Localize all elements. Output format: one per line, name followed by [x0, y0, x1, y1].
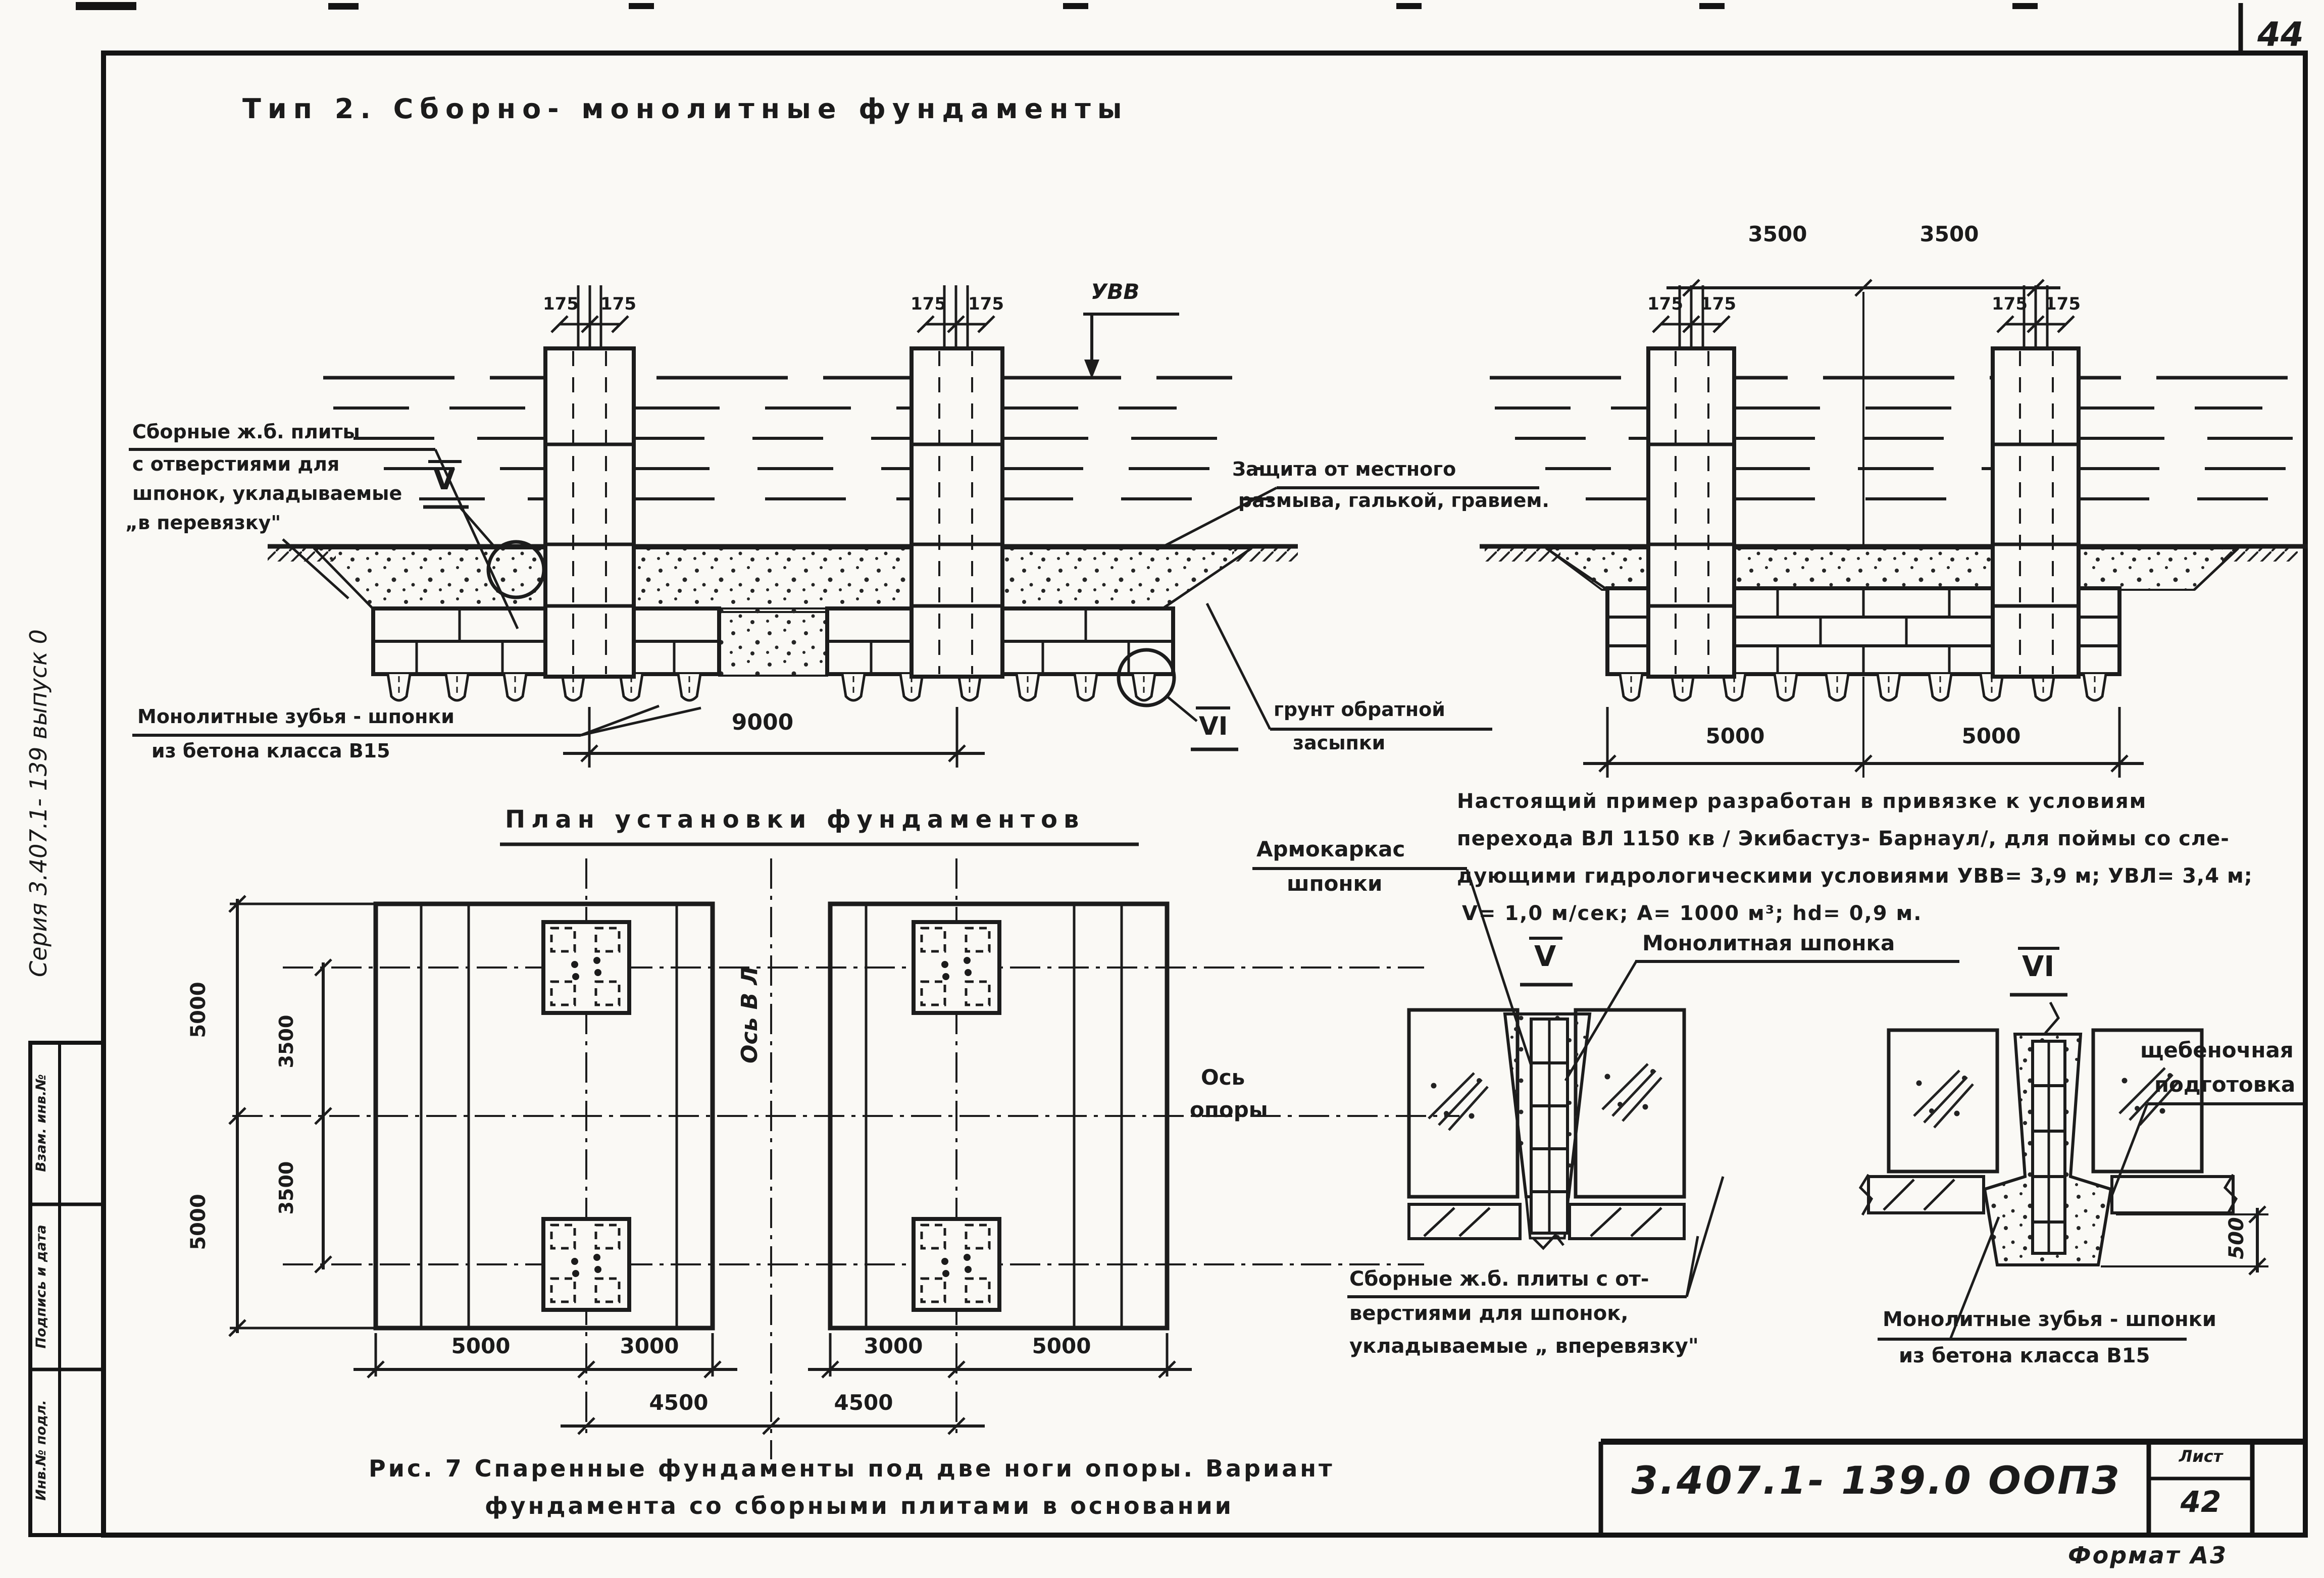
detail-v-cage-line1: Армокаркас	[1256, 837, 1405, 861]
dim-5000-elev-right: 5000	[1961, 724, 2021, 748]
dim-3500-right: 3500	[1919, 222, 1979, 246]
label-precast-line3: шпонок, укладываемые	[132, 482, 402, 504]
label-precast-line1: Сборные ж.б. плиты	[132, 421, 360, 443]
margin-stamp-table	[28, 1041, 106, 1537]
page-frame	[76, 2, 2308, 1538]
plan-dim-3000-br: 3000	[864, 1334, 923, 1358]
stamp-label-vzam: Взам. инв.№	[33, 1074, 49, 1172]
title-block-sheet-label: Лист	[2179, 1447, 2223, 1466]
label-protection-line2: размыва, галькой, гравием.	[1238, 489, 1549, 512]
dim-175-a2: 175	[600, 294, 636, 314]
dim-3500-left: 3500	[1748, 222, 1807, 246]
plan-dim-3000-bl: 3000	[620, 1334, 679, 1358]
dim-175-c1: 175	[1647, 294, 1683, 314]
note-line3: дующими гидрологическими условиями УВВ= …	[1457, 864, 2253, 888]
label-teeth-line2: из бетона класса В15	[151, 740, 390, 762]
label-precast-line2: с отверстиями для	[132, 453, 340, 475]
dim-175-d2: 175	[2045, 294, 2081, 314]
right-elevation-linework	[1480, 280, 2308, 778]
note-line2: перехода ВЛ 1150 кв / Экибастуз- Барнаул…	[1457, 827, 2230, 850]
plan-axis-support-line2: опоры	[1190, 1097, 1268, 1122]
label-backfill-line2: засыпки	[1293, 732, 1386, 754]
margin-series-note: Серия 3.407.1- 139 выпуск 0	[25, 629, 52, 977]
figure-caption-line2: фундамента со сборными плитами в основан…	[485, 1492, 1234, 1519]
title-block-doc-number: 3.407.1- 139.0 ООПЗ	[1631, 1458, 2121, 1503]
sheet-corner-number: 44	[2257, 15, 2304, 54]
marker-vi-left-elevation: VI	[1199, 711, 1228, 741]
detail-v-marker: V	[1534, 940, 1556, 973]
plan-dim-5000-top: 5000	[187, 982, 210, 1038]
uvv-level-mark: УВВ	[1091, 279, 1140, 304]
dim-175-d1: 175	[1992, 294, 2028, 314]
detail-v-cage-line2: шпонки	[1287, 871, 1383, 896]
figure-caption-line1: Рис. 7 Спаренные фундаменты под две ноги…	[369, 1455, 1335, 1482]
plan-dim-4500-left: 4500	[649, 1390, 709, 1415]
detail-v-precast-line1: Сборные ж.б. плиты с от-	[1349, 1267, 1649, 1291]
plan-dim-3500-top: 3500	[275, 1014, 297, 1068]
dim-5000-elev-left: 5000	[1705, 724, 1765, 748]
plan-dim-5000-bl: 5000	[451, 1334, 511, 1358]
title-block	[1598, 1439, 2305, 1535]
plan-axis-support-line1: Ось	[1201, 1065, 1245, 1090]
detail-v-precast-line2: верстиями для шпонок,	[1349, 1302, 1629, 1325]
detail-v-linework	[1252, 867, 1959, 1298]
plan-axis-vl-label: Ось В Л	[737, 966, 763, 1064]
dim-175-a1: 175	[543, 294, 579, 314]
note-line1: Настоящий пример разработан в привязке к…	[1457, 790, 2147, 813]
label-backfill-line1: грунт обратной	[1274, 698, 1445, 721]
plan-title: План установки фундаментов	[505, 805, 1085, 834]
dim-9000: 9000	[731, 709, 794, 735]
plan-dim-5000-br: 5000	[1032, 1334, 1091, 1358]
title-block-sheet-number: 42	[2180, 1485, 2221, 1519]
detail-vi-rubble-line1: щебеночная	[2140, 1038, 2294, 1062]
plan-linework	[229, 842, 1459, 1459]
detail-v-monolithic-label: Монолитная шпонка	[1642, 931, 1895, 955]
dim-175-b1: 175	[911, 294, 946, 314]
plan-dim-3500-bottom: 3500	[275, 1161, 297, 1215]
detail-vi-linework	[1858, 947, 2303, 1341]
label-protection-line1: Защита от местного	[1232, 458, 1456, 480]
detail-vi-dim-500: 500	[2225, 1217, 2248, 1259]
plan-dim-5000-bottom: 5000	[187, 1194, 210, 1250]
dim-175-c2: 175	[1700, 294, 1736, 314]
dim-175-b2: 175	[968, 294, 1004, 314]
plan-dim-4500-right: 4500	[834, 1390, 893, 1415]
format-note: Формат А3	[2068, 1542, 2228, 1569]
detail-vi-teeth-line1: Монолитные зубья - шпонки	[1883, 1308, 2216, 1331]
detail-vi-teeth-line2: из бетона класса В15	[1899, 1344, 2150, 1367]
sheet-title: Тип 2. Сборно- монолитные фундаменты	[242, 93, 1129, 125]
stamp-label-inv: Инв.№ подл.	[33, 1400, 49, 1501]
left-elevation-linework	[129, 285, 1539, 768]
detail-vi-marker: VI	[2022, 950, 2055, 983]
label-precast-line4: „в перевязку"	[125, 512, 281, 534]
note-line4: V= 1,0 м/сек; А= 1000 м³; hd= 0,9 м.	[1462, 902, 1923, 925]
stamp-label-podpis: Подпись и дата	[33, 1225, 49, 1349]
detail-v-precast-line3: укладываемые „ вперевязку"	[1349, 1335, 1699, 1358]
marker-v-left-elevation: V	[433, 464, 456, 496]
label-teeth-line1: Монолитные зубья - шпонки	[137, 705, 454, 728]
detail-vi-rubble-line2: подготовка	[2154, 1072, 2296, 1097]
